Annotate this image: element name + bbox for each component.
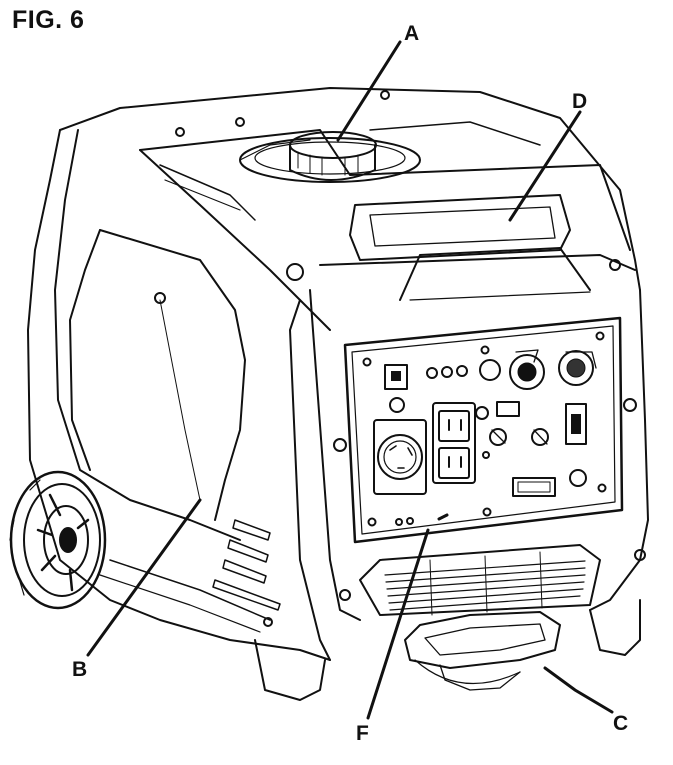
front-grille bbox=[359, 544, 601, 616]
side-vents bbox=[212, 519, 281, 611]
leader-line-f bbox=[366, 528, 430, 720]
callout-d: D bbox=[572, 90, 587, 113]
front-handle bbox=[404, 611, 561, 691]
figure-title: FIG. 6 bbox=[12, 6, 85, 34]
control-panel bbox=[343, 316, 624, 544]
leader-lines bbox=[86, 40, 614, 720]
callout-f: F bbox=[356, 722, 369, 745]
wheel bbox=[9, 470, 107, 610]
callout-b: B bbox=[72, 658, 87, 681]
leader-line-d bbox=[508, 110, 582, 222]
callout-a: A bbox=[404, 22, 419, 45]
callout-c: C bbox=[613, 712, 628, 735]
carry-handle bbox=[349, 194, 591, 301]
leader-line-b bbox=[86, 498, 202, 657]
fuel-cap bbox=[239, 131, 421, 183]
leader-line-a bbox=[336, 40, 402, 142]
generator-housing bbox=[27, 87, 649, 701]
leader-line-c bbox=[543, 666, 614, 714]
